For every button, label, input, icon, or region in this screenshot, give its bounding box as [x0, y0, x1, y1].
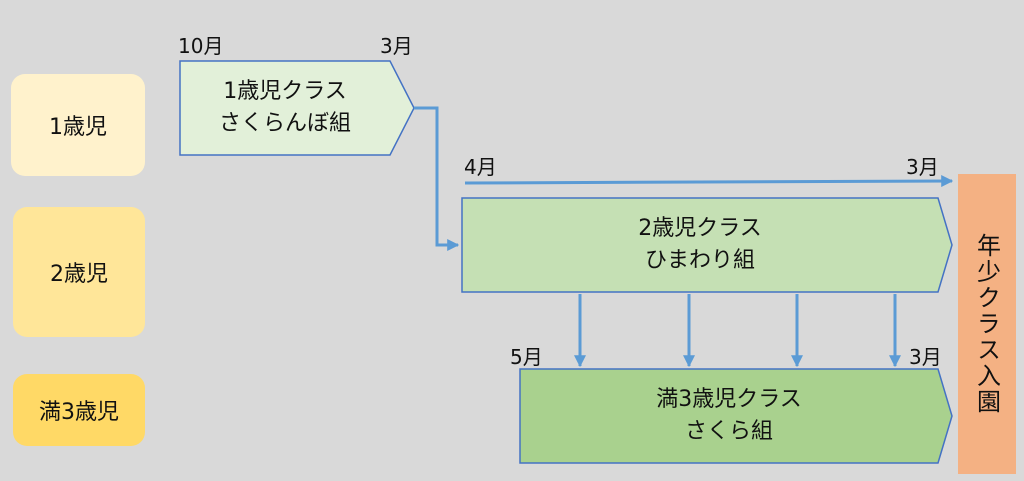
enroll-label: 年少クラス入園 — [972, 233, 1001, 415]
connector-arrow-1-2 — [414, 106, 460, 251]
class-box-1 — [179, 60, 415, 156]
age-label-3: 満3歳児 — [39, 400, 119, 425]
class-box-2 — [461, 197, 953, 293]
age-label-1: 1歳児 — [49, 115, 107, 140]
enroll-box: 年少クラス入園 — [958, 174, 1016, 474]
class-3-start-month: 5月 — [510, 345, 543, 369]
class-3-group: さくら組 — [684, 419, 773, 444]
age-box-1: 1歳児 — [11, 74, 145, 176]
class-2-name: 2歳児クラス — [638, 216, 762, 241]
age-label-2: 2歳児 — [50, 262, 108, 287]
class-3-end-month: 3月 — [909, 345, 942, 369]
age-box-2: 2歳児 — [13, 207, 145, 337]
class-text-3: 満3歳児クラス さくら組 — [520, 369, 938, 463]
age-box-3: 満3歳児 — [13, 374, 145, 446]
class-1-start-month: 10月 — [178, 34, 224, 58]
class-3-name: 満3歳児クラス — [656, 387, 802, 412]
class-box-3 — [519, 368, 953, 464]
class-1-name: 1歳児クラス — [223, 79, 347, 104]
class-text-1: 1歳児クラス さくらんぼ組 — [180, 61, 390, 155]
class-2-start-month: 4月 — [464, 155, 497, 179]
class-2-end-month: 3月 — [906, 155, 939, 179]
class-1-group: さくらんぼ組 — [218, 111, 351, 136]
class-text-2: 2歳児クラス ひまわり組 — [462, 198, 938, 292]
class-2-group: ひまわり組 — [644, 248, 755, 273]
timeline-arrow — [464, 175, 954, 188]
class-1-end-month: 3月 — [380, 34, 413, 58]
